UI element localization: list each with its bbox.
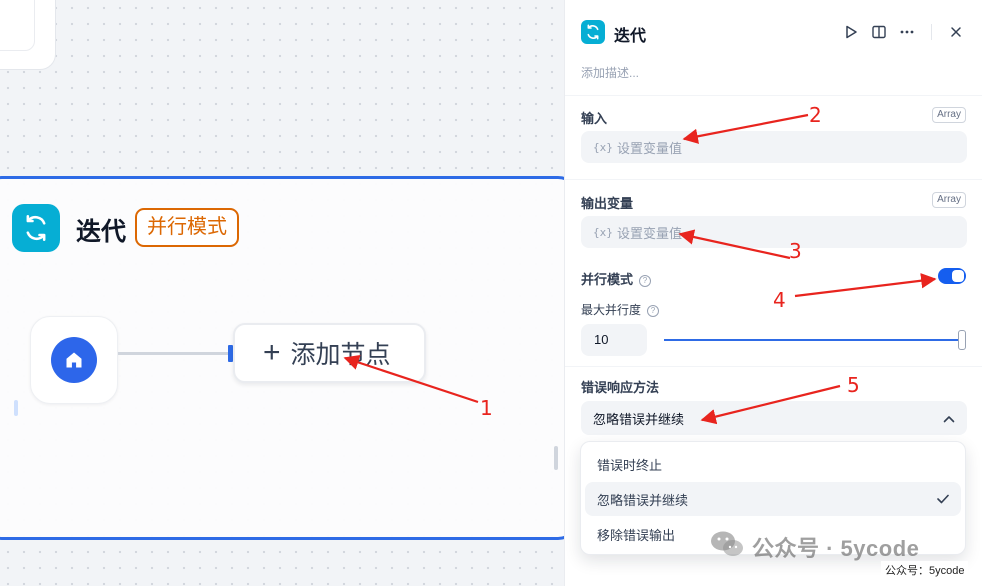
variable-icon: {x} [593, 140, 613, 154]
edge-line [118, 352, 232, 355]
watermark: 公众号 · 5ycode [710, 530, 919, 563]
max-parallel-label: 最大并行度 [581, 303, 642, 317]
error-handling-options: 错误时终止 忽略错误并继续 移除错误输出 [580, 441, 966, 555]
option-label: 移除错误输出 [597, 527, 676, 543]
annotation-label-3: 3 [789, 239, 802, 263]
edge-handle[interactable] [228, 345, 233, 362]
description-field[interactable]: 添加描述... [581, 66, 640, 80]
home-icon [51, 337, 97, 383]
annotation-label-2: 2 [809, 103, 822, 127]
run-icon[interactable] [843, 22, 859, 42]
option-terminate[interactable]: 错误时终止 [585, 447, 961, 481]
check-icon [937, 492, 949, 507]
error-handling-value: 忽略错误并继续 [593, 411, 685, 427]
divider [565, 366, 982, 367]
input-placeholder: 设置变量值 [617, 140, 683, 156]
plus-icon: + [263, 336, 281, 369]
partial-node-card[interactable] [0, 0, 56, 70]
workflow-canvas[interactable]: 迭代 并行模式 + 添加节点 [0, 0, 580, 586]
divider [565, 179, 982, 180]
iteration-node-title: 迭代 [76, 218, 127, 246]
chevron-up-icon [943, 411, 955, 426]
help-icon[interactable]: ? [647, 305, 660, 317]
left-handle[interactable] [14, 400, 18, 416]
input-variable-selector[interactable]: {x} 设置变量值 [581, 131, 967, 163]
start-node[interactable] [30, 316, 118, 404]
parallel-mode-toggle[interactable] [938, 268, 966, 284]
output-type-tag: Array [932, 192, 966, 208]
help-icon[interactable]: ? [639, 275, 652, 287]
watermark-caption: 公众号：5ycode [881, 561, 969, 579]
right-handle[interactable] [554, 446, 558, 470]
slider-thumb[interactable] [958, 330, 966, 350]
annotation-label-4: 4 [773, 288, 786, 312]
variable-icon: {x} [593, 225, 613, 239]
input-label: 输入 [581, 111, 608, 126]
max-parallel-slider[interactable] [664, 339, 962, 341]
output-label: 输出变量 [581, 196, 634, 211]
panel-actions [843, 22, 964, 42]
split-view-icon[interactable] [871, 22, 887, 42]
output-variable-selector[interactable]: {x} 设置变量值 [581, 216, 967, 248]
max-parallel-row: 最大并行度? [581, 301, 660, 318]
watermark-text: 公众号 · 5ycode [752, 535, 920, 561]
more-icon[interactable] [899, 22, 915, 42]
option-label: 忽略错误并继续 [597, 492, 689, 508]
annotation-label-1: 1 [480, 396, 493, 420]
annotation-label-5: 5 [847, 373, 860, 397]
error-handling-select[interactable]: 忽略错误并继续 [581, 401, 967, 435]
parallel-mode-label: 并行模式 [581, 272, 634, 287]
max-parallel-input[interactable]: 10 [581, 324, 647, 356]
iteration-icon [12, 204, 60, 252]
error-handling-label: 错误响应方法 [581, 380, 660, 395]
input-type-tag: Array [932, 107, 966, 123]
divider [565, 95, 982, 96]
parallel-mode-badge: 并行模式 [135, 208, 239, 247]
iteration-icon [581, 20, 605, 44]
action-separator [931, 24, 932, 40]
wechat-icon [710, 530, 744, 563]
option-continue[interactable]: 忽略错误并继续 [585, 482, 961, 516]
panel-title: 迭代 [614, 28, 647, 45]
add-node-label: 添加节点 [290, 341, 391, 369]
close-icon[interactable] [948, 22, 964, 42]
parallel-mode-row: 并行模式? [581, 269, 652, 288]
output-placeholder: 设置变量值 [617, 225, 683, 241]
option-remove-output[interactable]: 移除错误输出 [585, 517, 961, 551]
add-node-button[interactable]: + 添加节点 [233, 323, 426, 383]
option-label: 错误时终止 [597, 457, 663, 473]
